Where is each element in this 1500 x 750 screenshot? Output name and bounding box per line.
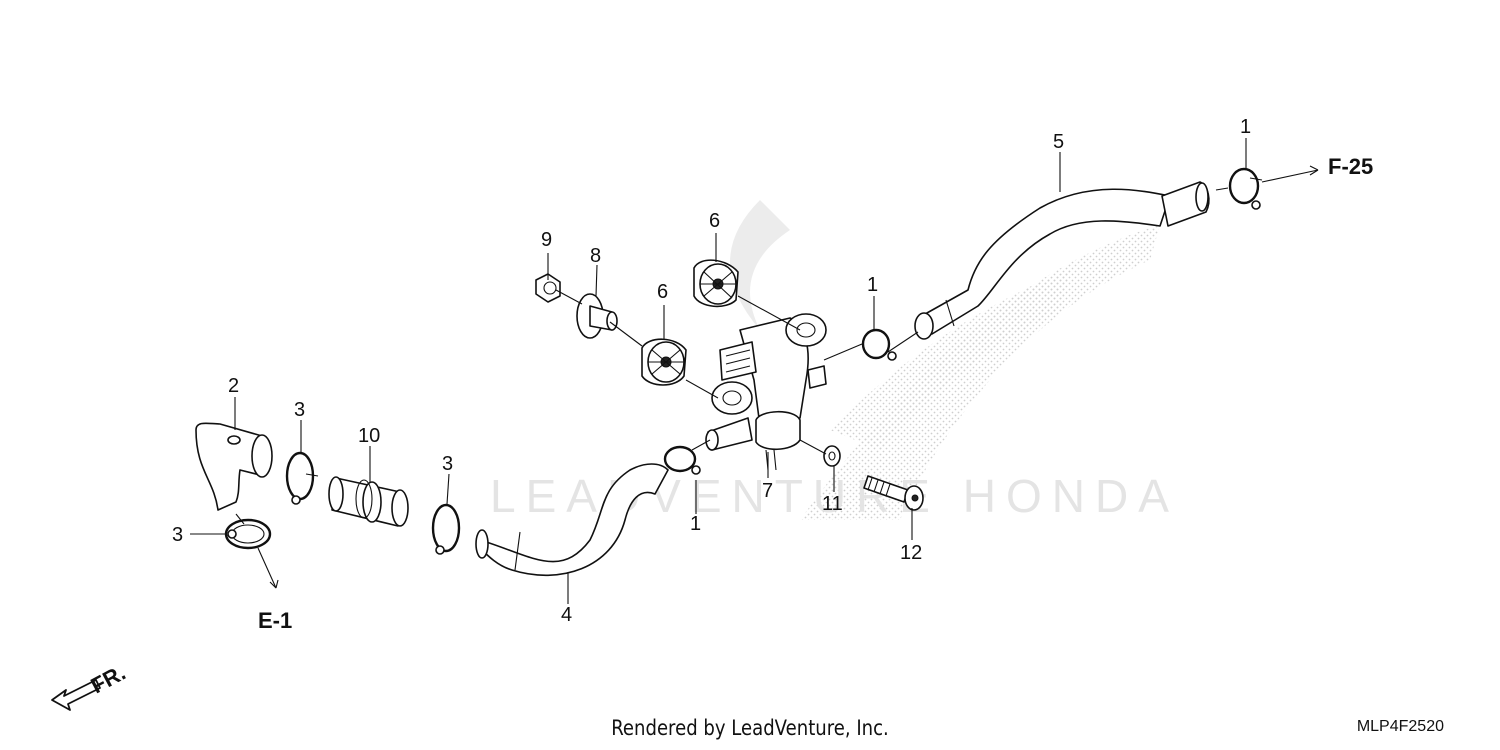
elbow-2 bbox=[195, 422, 273, 511]
callout-2: 2 bbox=[228, 375, 239, 397]
clamp-3-right bbox=[431, 503, 461, 555]
clamp-1-upper bbox=[1228, 167, 1263, 210]
callout-3-left: 3 bbox=[172, 524, 183, 546]
collar-8 bbox=[576, 293, 618, 339]
callout-1-mid: 1 bbox=[867, 274, 878, 296]
diagram-code: MLP4F2520 bbox=[1356, 718, 1444, 735]
reference-e1: E-1 bbox=[258, 608, 292, 633]
valve-7 bbox=[705, 313, 827, 471]
hose-4 bbox=[475, 463, 669, 577]
leader-lines bbox=[190, 138, 1319, 604]
callout-1-lower: 1 bbox=[690, 513, 701, 535]
callout-1-upper: 1 bbox=[1240, 116, 1251, 138]
callout-4: 4 bbox=[561, 604, 572, 626]
grommet-6-upper bbox=[693, 259, 739, 308]
front-direction-label: FR. bbox=[87, 660, 130, 699]
washer-11 bbox=[823, 445, 841, 467]
clamp-3-mid bbox=[285, 451, 319, 505]
bolt-12 bbox=[863, 475, 924, 511]
callout-5: 5 bbox=[1053, 131, 1064, 153]
callouts: 9 8 6 6 1 5 1 2 3 10 3 3 4 1 7 11 12 bbox=[172, 116, 1251, 626]
callout-8: 8 bbox=[590, 245, 601, 267]
callout-9: 9 bbox=[541, 229, 552, 251]
callout-3-right: 3 bbox=[442, 453, 453, 475]
callout-6-upper: 6 bbox=[709, 210, 720, 232]
callout-12: 12 bbox=[900, 542, 922, 564]
clamp-1-mid bbox=[861, 328, 897, 361]
callout-11: 11 bbox=[822, 493, 843, 515]
watermark: LEADVENTURE HONDA bbox=[490, 200, 1169, 522]
reference-f25: F-25 bbox=[1328, 154, 1373, 179]
callout-3-mid: 3 bbox=[294, 399, 305, 421]
clamp-3-left bbox=[224, 513, 272, 550]
hose-5 bbox=[914, 181, 1210, 340]
callout-7: 7 bbox=[762, 480, 773, 502]
grommet-6-lower bbox=[641, 338, 687, 386]
front-direction-arrow: FR. bbox=[51, 660, 130, 711]
callout-10: 10 bbox=[358, 425, 380, 447]
callout-6-lower: 6 bbox=[657, 281, 668, 303]
footer-credit: Rendered by LeadVenture, Inc. bbox=[611, 716, 889, 740]
joint-10 bbox=[328, 476, 409, 527]
clamp-1-lower bbox=[663, 445, 701, 475]
